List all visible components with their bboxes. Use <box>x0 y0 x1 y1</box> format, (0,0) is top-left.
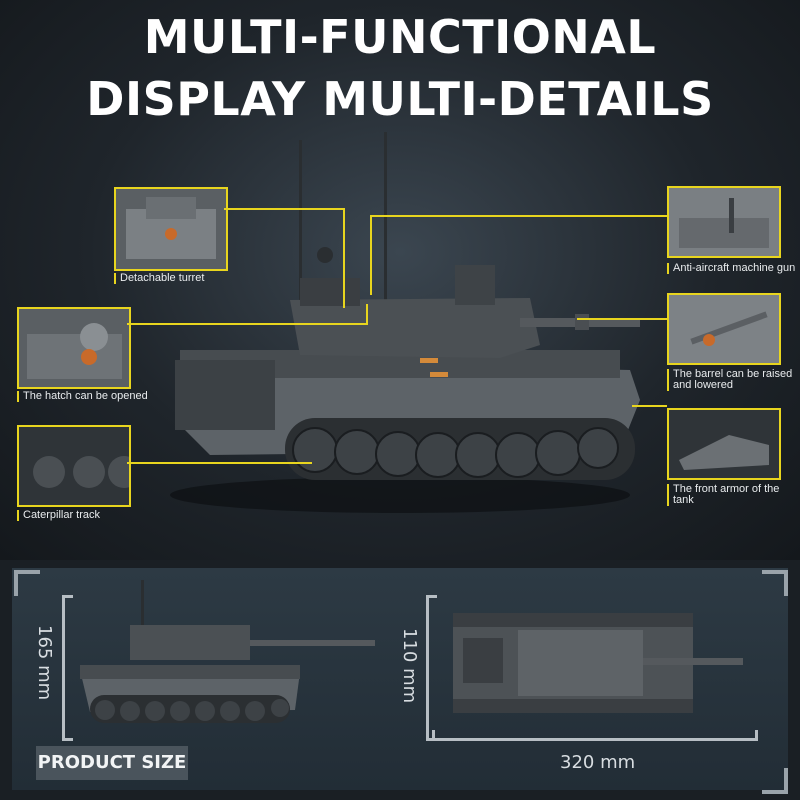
headline-line-1: MULTI-FUNCTIONAL <box>143 10 657 64</box>
panel-corner-br <box>762 768 788 794</box>
leader-line-machine-gun-v <box>370 215 372 295</box>
tank-top-view <box>453 613 743 713</box>
machine-gun-mount <box>317 247 333 263</box>
length-bracket <box>432 730 758 741</box>
panel-corner-tr <box>762 570 788 596</box>
tank-main-illustration <box>170 132 640 513</box>
accent-brick <box>420 358 438 363</box>
leader-line-hatch-v <box>366 304 368 325</box>
width-dimension: 110 mm <box>399 628 420 704</box>
callout-machine-gun-photo <box>667 186 781 258</box>
leader-line-machine-gun-h <box>370 215 667 217</box>
leader-line-turret-h <box>224 208 344 210</box>
leader-line-front-armor <box>632 405 667 407</box>
callout-caption-front-armor: The front armor of the tank <box>667 484 795 506</box>
height-dimension: 165 mm <box>34 625 55 701</box>
callout-barrel-photo <box>667 293 781 365</box>
antenna-right <box>384 132 387 302</box>
tank-turret <box>290 298 540 358</box>
callout-caption-hatch: The hatch can be opened <box>17 391 148 402</box>
engine-block <box>175 360 275 430</box>
callout-track-photo <box>17 425 131 507</box>
callout-caption-machine-gun: Anti-aircraft machine gun <box>667 263 795 274</box>
leader-line-barrel <box>577 318 667 320</box>
turret-sight <box>455 265 495 305</box>
callout-caption-track: Caterpillar track <box>17 510 100 521</box>
length-dimension: 320 mm <box>560 752 636 773</box>
headline-line-2: DISPLAY MULTI-DETAILS <box>86 72 714 126</box>
tank-side-view <box>80 580 375 723</box>
barrel-muzzle <box>575 314 589 330</box>
leader-line-hatch <box>127 323 367 325</box>
product-size-label: PRODUCT SIZE <box>36 746 188 780</box>
callout-front-armor-photo <box>667 408 781 480</box>
panel-corner-tl <box>14 570 40 596</box>
tank-shadow <box>170 477 630 513</box>
width-bracket <box>426 595 437 741</box>
callout-caption-turret: Detachable turret <box>114 273 204 284</box>
antenna-left <box>299 140 302 300</box>
leader-line-track <box>127 462 312 464</box>
callout-hatch-photo <box>17 307 131 389</box>
road-wheels <box>292 427 619 478</box>
callout-caption-barrel: The barrel can be raised and lowered <box>667 369 795 391</box>
accent-brick <box>430 372 448 377</box>
leader-line-turret-v <box>343 208 345 308</box>
commander-cupola <box>300 278 360 306</box>
height-bracket <box>62 595 73 741</box>
callout-turret-photo <box>114 187 228 271</box>
